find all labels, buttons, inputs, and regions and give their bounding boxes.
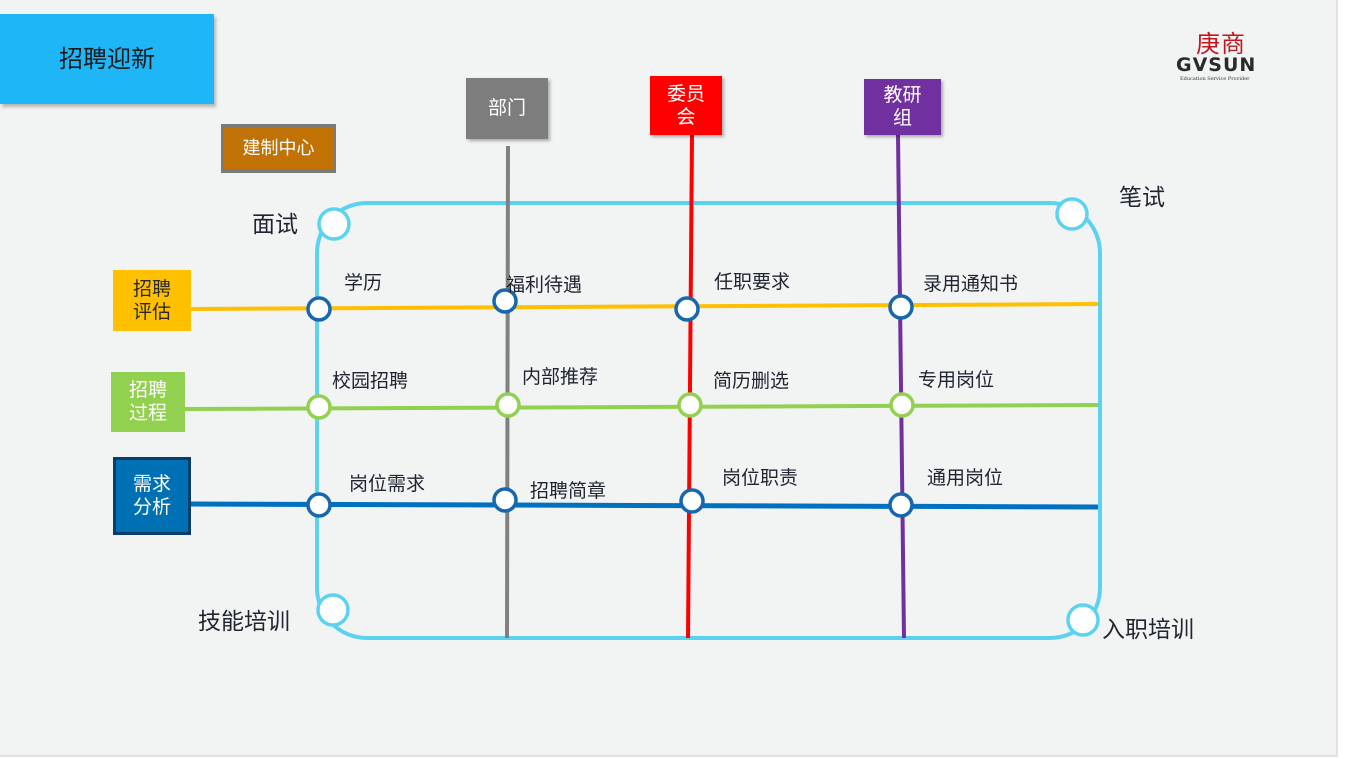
line-demand-analysis (189, 501, 1099, 510)
station-label: 内部推荐 (522, 366, 599, 388)
station-label: 任职要求 (714, 271, 791, 293)
line-recruitment-process (184, 403, 1099, 411)
page-title-text: 招聘迎新 (59, 44, 155, 73)
station-label: 专用岗位 (918, 369, 995, 391)
station-label: 福利待遇 (506, 274, 583, 296)
route-committee-box: 委员会 (650, 76, 722, 135)
loop-line (315, 201, 1102, 640)
station-general-position (888, 492, 914, 518)
route-committee-label: 委员会 (666, 82, 705, 128)
logo-en-text: GVSUN (1176, 54, 1257, 76)
station-benefits (492, 288, 518, 314)
station-corner-bottom-left (316, 593, 350, 627)
station-corner-top-left (317, 207, 351, 241)
route-evaluation-label: 招聘评估 (132, 277, 171, 323)
station-position-demand (306, 492, 332, 518)
route-department-label: 部门 (487, 97, 526, 120)
station-label: 录用通知书 (923, 273, 1019, 295)
route-evaluation-box: 招聘评估 (113, 270, 191, 331)
line-department (505, 145, 510, 639)
station-job-duties (679, 488, 705, 514)
logo-cn-text: 庚商 (1196, 30, 1246, 58)
station-corner-bottom-right (1066, 603, 1100, 637)
station-education (306, 296, 332, 322)
corner-label-interview: 面试 (252, 212, 298, 238)
route-research-box: 教研组 (864, 79, 941, 135)
route-department-box: 部门 (466, 78, 548, 139)
corner-label-skills-training: 技能培训 (198, 609, 290, 635)
station-campus-recruitment (306, 394, 332, 420)
station-label: 简历删选 (713, 370, 790, 392)
station-resume-screening (677, 392, 703, 418)
corner-label-onboarding: 入职培训 (1102, 617, 1194, 643)
station-label: 校园招聘 (332, 370, 409, 392)
station-job-requirements (674, 296, 700, 322)
corner-label-written-test: 笔试 (1119, 185, 1165, 211)
center-label: 建制中心 (242, 137, 315, 159)
station-label: 通用岗位 (927, 467, 1004, 489)
route-demand-label: 需求分析 (132, 473, 171, 518)
center-label-box: 建制中心 (221, 124, 336, 173)
logo-sub-text: Education Service Provider (1180, 76, 1250, 82)
route-process-label: 招聘过程 (128, 379, 167, 424)
station-recruitment-brochure (492, 487, 518, 513)
route-research-label: 教研组 (883, 84, 922, 129)
station-dedicated-position (889, 392, 915, 418)
station-label: 学历 (344, 272, 383, 294)
company-logo: 庚商 GVSUN Education Service Provider (1176, 24, 1266, 84)
station-label: 招聘简章 (530, 480, 607, 502)
station-internal-referral (495, 392, 521, 418)
station-label: 岗位职责 (722, 467, 799, 489)
line-committee (686, 134, 694, 639)
line-research-group (896, 134, 906, 639)
station-offer-letter (888, 294, 914, 320)
route-demand-box: 需求分析 (113, 457, 191, 535)
page-title: 招聘迎新 (0, 14, 214, 104)
station-corner-top-right (1055, 197, 1089, 231)
line-recruitment-evaluation (189, 302, 1099, 311)
route-process-box: 招聘过程 (111, 372, 185, 432)
station-label: 岗位需求 (349, 473, 426, 495)
